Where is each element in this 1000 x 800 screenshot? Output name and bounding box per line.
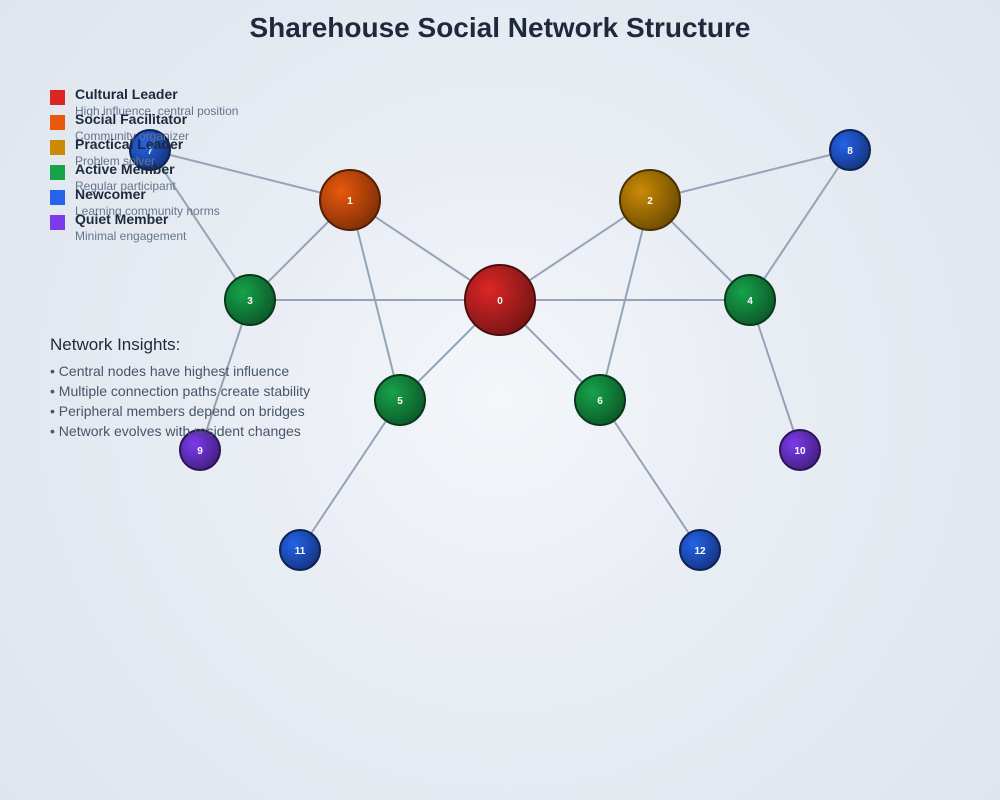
legend-description: High influence, central position [75, 104, 239, 118]
edge-2-6 [599, 199, 651, 401]
edge-4-10 [749, 299, 801, 451]
node-label: 11 [295, 546, 306, 557]
node-11[interactable]: 11 [279, 529, 321, 571]
legend-swatch [50, 115, 65, 130]
insight-item: • Multiple connection paths create stabi… [50, 383, 311, 399]
node-2[interactable]: 2 [619, 169, 681, 231]
node-label: 7 [147, 146, 153, 157]
node-circle[interactable] [319, 169, 381, 231]
node-label: 8 [847, 146, 853, 157]
edge-4-8 [749, 149, 851, 301]
legend-item-social-facilitator: Social Facilitator Community organizer [50, 111, 350, 143]
legend-swatch [50, 190, 65, 205]
legend-label: Quiet Member [75, 211, 169, 227]
node-label: 12 [694, 546, 706, 557]
edge-5-11 [299, 399, 401, 551]
node-label: 5 [397, 396, 403, 407]
node-3[interactable]: 3 [224, 274, 276, 326]
edge-2-8 [649, 149, 851, 201]
node-label: 9 [197, 446, 203, 457]
insight-item: • Central nodes have highest influence [50, 363, 290, 379]
node-circle[interactable] [829, 129, 871, 171]
legend-item-practical-leader: Practical Leader Problem solver [50, 136, 350, 168]
edge-3-7 [149, 149, 251, 301]
legend-item-cultural-leader: Cultural Leader High influence, central … [50, 86, 350, 118]
insights-heading: Network Insights: [50, 335, 181, 354]
edge-1-5 [349, 199, 401, 401]
legend-label: Cultural Leader [75, 86, 178, 102]
node-circle[interactable] [279, 529, 321, 571]
node-label: 10 [794, 446, 806, 457]
node-circle[interactable] [619, 169, 681, 231]
legend-swatch [50, 215, 65, 230]
node-circle[interactable] [779, 429, 821, 471]
node-circle[interactable] [724, 274, 776, 326]
node-circle[interactable] [179, 429, 221, 471]
node-5[interactable]: 5 [374, 374, 426, 426]
legend-swatch [50, 140, 65, 155]
legend-label: Practical Leader [75, 136, 184, 152]
node-7[interactable]: 7 [129, 129, 171, 171]
node-circle[interactable] [464, 264, 536, 336]
legend-description: Community organizer [75, 129, 190, 143]
insight-item: • Peripheral members depend on bridges [50, 403, 305, 419]
network-insights: Network Insights: • Central nodes have h… [50, 335, 310, 441]
node-9[interactable]: 9 [179, 429, 221, 471]
legend-swatch [50, 165, 65, 180]
node-circle[interactable] [224, 274, 276, 326]
insight-item: • Network evolves with resident changes [50, 423, 301, 439]
node-1[interactable]: 1 [319, 169, 381, 231]
node-label: 4 [747, 296, 753, 307]
node-0[interactable]: 0 [464, 264, 536, 336]
node-label: 0 [497, 296, 503, 307]
node-circle[interactable] [574, 374, 626, 426]
legend-description: Learning community norms [75, 204, 220, 218]
legend-label: Social Facilitator [75, 111, 188, 127]
edge-6-12 [599, 399, 701, 551]
legend-label: Active Member [75, 161, 175, 177]
node-label: 3 [247, 296, 253, 307]
insights-list: • Central nodes have highest influence •… [50, 361, 310, 441]
legend-item-newcomer: Newcomer Learning community norms [50, 186, 350, 218]
legend-item-quiet-member: Quiet Member Minimal engagement [50, 211, 350, 243]
node-circle[interactable] [679, 529, 721, 571]
legend-swatch [50, 90, 65, 105]
node-8[interactable]: 8 [829, 129, 871, 171]
node-label: 1 [347, 196, 353, 207]
node-4[interactable]: 4 [724, 274, 776, 326]
legend-item-active-member: Active Member Regular participant [50, 161, 350, 193]
node-12[interactable]: 12 [679, 529, 721, 571]
legend-label: Newcomer [75, 186, 146, 202]
legend-description: Problem solver [75, 154, 156, 168]
node-circle[interactable] [374, 374, 426, 426]
node-circle[interactable] [129, 129, 171, 171]
node-6[interactable]: 6 [574, 374, 626, 426]
page-title: Sharehouse Social Network Structure [249, 12, 751, 43]
node-10[interactable]: 10 [779, 429, 821, 471]
legend-description: Regular participant [75, 179, 176, 193]
node-label: 6 [597, 396, 603, 407]
legend-description: Minimal engagement [75, 229, 187, 243]
edge-3-9 [199, 299, 251, 451]
edge-1-7 [149, 149, 351, 201]
node-label: 2 [647, 196, 653, 207]
